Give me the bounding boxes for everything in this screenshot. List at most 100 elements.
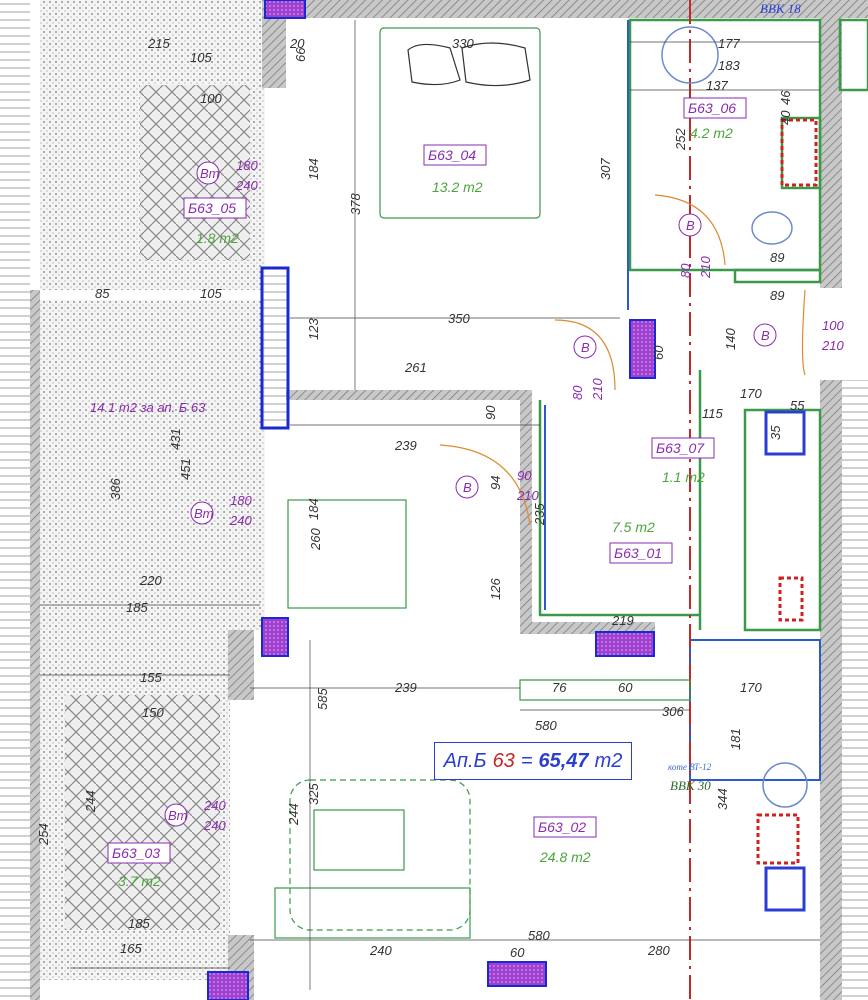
dimension-label: 451 bbox=[178, 458, 193, 480]
dimension-label: 307 bbox=[598, 158, 613, 180]
room-area: 1.1 m2 bbox=[662, 469, 705, 485]
door-size: 240 bbox=[203, 818, 226, 833]
door-mark: Вт bbox=[168, 808, 188, 823]
dimension-label: 585 bbox=[315, 688, 330, 710]
room-id: Б63_01 bbox=[614, 545, 662, 561]
room-label-box bbox=[683, 97, 747, 119]
door-size: 180 bbox=[236, 158, 258, 173]
dimension-label: 330 bbox=[452, 36, 474, 51]
wall-right-top bbox=[820, 18, 842, 288]
room-area: 7.5 m2 bbox=[612, 519, 655, 535]
door-size: 210 bbox=[516, 488, 539, 503]
door-size: 210 bbox=[590, 378, 605, 401]
room-label-box bbox=[609, 542, 673, 564]
dimension-label: 89 bbox=[770, 250, 784, 265]
room-id: Б63_02 bbox=[538, 819, 586, 835]
dimension-label: 185 bbox=[128, 916, 150, 931]
shower-drain bbox=[762, 762, 808, 808]
column-3 bbox=[629, 319, 656, 379]
dimension-label: 170 bbox=[740, 386, 762, 401]
door-size: 180 bbox=[230, 493, 252, 508]
wall-right bbox=[820, 380, 842, 1000]
door-mark: В bbox=[686, 218, 695, 233]
room-id: Б63_03 bbox=[112, 845, 160, 861]
dimension-label: 115 bbox=[702, 406, 723, 421]
dimension-label: 165 bbox=[120, 941, 142, 956]
dimension-label: 185 bbox=[126, 600, 148, 615]
dimension-label: 244 bbox=[286, 803, 301, 826]
dimension-label: 580 bbox=[535, 718, 557, 733]
door-mark: Вт bbox=[200, 166, 220, 181]
dimension-label: 46 bbox=[778, 90, 793, 105]
door-mark-circle bbox=[164, 803, 188, 827]
dimension-label: 244 bbox=[83, 790, 98, 813]
door-mark: В bbox=[463, 480, 472, 495]
dimension-label: 580 bbox=[528, 928, 550, 943]
room-label-box bbox=[423, 144, 487, 166]
door-size: 240 bbox=[203, 798, 226, 813]
apartment-equals: = bbox=[520, 749, 533, 772]
dimension-label: 90 bbox=[483, 405, 498, 420]
column-6 bbox=[487, 961, 547, 987]
dimension-label: 35 bbox=[768, 425, 783, 440]
sink bbox=[661, 26, 719, 84]
door-size: 100 bbox=[822, 318, 844, 333]
dimension-label: 261 bbox=[404, 360, 427, 375]
dimension-label: 240 bbox=[369, 943, 392, 958]
column-7 bbox=[207, 971, 249, 1000]
wall-top bbox=[262, 0, 868, 18]
door-mark-circle bbox=[753, 323, 777, 347]
dimension-label: 220 bbox=[139, 573, 162, 588]
room-area: 1.8 m2 bbox=[196, 230, 239, 246]
column-2 bbox=[264, 0, 306, 19]
door-size: 90 bbox=[517, 468, 532, 483]
door-mark: Вт bbox=[194, 506, 214, 521]
wall-terrace bbox=[30, 290, 40, 1000]
door-size: 210 bbox=[698, 256, 713, 279]
dimension-label: 170 bbox=[740, 680, 762, 695]
door-mark: В bbox=[581, 340, 590, 355]
wall-bedroom-bottom bbox=[286, 390, 526, 400]
room-id: Б63_05 bbox=[188, 200, 236, 216]
dimension-label: 252 bbox=[673, 128, 688, 151]
dimension-label: 254 bbox=[36, 823, 51, 846]
exterior-hatch bbox=[0, 0, 30, 1000]
door-mark-circle bbox=[455, 475, 479, 499]
door-size: 80 bbox=[678, 263, 693, 278]
room-id: Б63_04 bbox=[428, 147, 476, 163]
riser-label-bbk18: BBK 18 bbox=[760, 1, 801, 16]
door-size: 240 bbox=[229, 513, 252, 528]
dimension-label: 280 bbox=[647, 943, 670, 958]
door-mark: В bbox=[761, 328, 770, 343]
dimension-label: 55 bbox=[790, 398, 805, 413]
dimension-label: 431 bbox=[168, 428, 183, 450]
dimension-label: 325 bbox=[306, 783, 321, 805]
column-5 bbox=[595, 631, 655, 657]
dimension-label: 235 bbox=[532, 503, 547, 526]
column-1 bbox=[260, 266, 290, 430]
dimension-label: 60 bbox=[651, 345, 666, 360]
apartment-number: 63 bbox=[492, 749, 515, 772]
riser-label-bbk30: BBK 30 bbox=[670, 778, 711, 793]
apartment-area-box: Ап.Б 63 = 65,47 m2 bbox=[434, 742, 632, 780]
room-area: 3.7 m2 bbox=[118, 873, 161, 889]
door-mark-circle bbox=[190, 501, 214, 525]
room-id: Б63_06 bbox=[688, 100, 736, 116]
dimension-label: 239 bbox=[394, 680, 417, 695]
room-label-box bbox=[651, 437, 715, 459]
door-mark-circle bbox=[573, 335, 597, 359]
room-label-box bbox=[107, 842, 171, 864]
room-label-box bbox=[183, 197, 247, 219]
room-area: 24.8 m2 bbox=[539, 849, 591, 865]
door-size: 80 bbox=[570, 385, 585, 400]
dimension-label: 140 bbox=[723, 328, 738, 350]
wall-left-top bbox=[262, 18, 286, 88]
dimension-label: 89 bbox=[770, 288, 784, 303]
dimension-label: 184 bbox=[306, 158, 321, 180]
room-area: 13.2 m2 bbox=[432, 179, 483, 195]
dimension-label: 239 bbox=[394, 438, 417, 453]
dimension-label: 60 bbox=[618, 680, 633, 695]
dimension-label: 344 bbox=[715, 788, 730, 810]
dimension-label: 20 bbox=[289, 36, 305, 51]
dimension-label: 181 bbox=[728, 728, 743, 750]
